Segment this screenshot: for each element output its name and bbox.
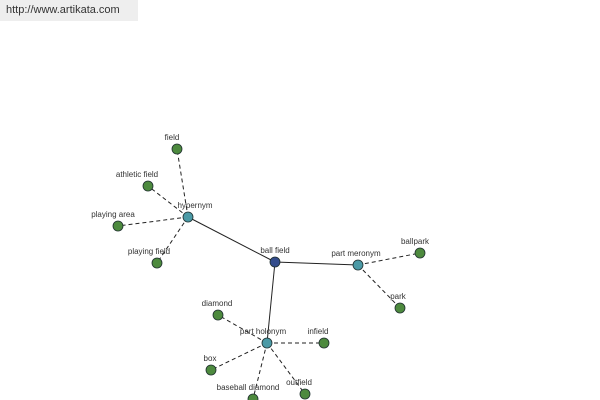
node-label[interactable]: playing area — [91, 210, 135, 219]
node-athletic-field[interactable]: athletic field — [116, 170, 158, 192]
node-box[interactable]: box — [204, 354, 217, 376]
edge-hypernym-to-playing-area — [117, 216, 189, 227]
node-circle[interactable] — [212, 309, 224, 321]
node-ballpark[interactable]: ballpark — [401, 237, 430, 259]
node-playing-area[interactable]: playing area — [91, 210, 135, 232]
edge-ball-field-to-part-holonym — [266, 261, 276, 344]
node-circle[interactable] — [205, 364, 217, 376]
node-circle[interactable] — [151, 257, 163, 269]
node-label[interactable]: baseball diamond — [217, 383, 280, 392]
node-diamond[interactable]: diamond — [202, 299, 233, 321]
node-park[interactable]: park — [390, 292, 407, 314]
edge-ball-field-to-part-meronym — [274, 261, 359, 266]
node-circle[interactable] — [247, 393, 259, 400]
node-circle[interactable] — [171, 143, 183, 155]
edge-ball-field-to-hypernym — [187, 216, 276, 263]
edge-hypernym-to-athletic-field — [147, 185, 189, 218]
node-part-holonym[interactable]: part holonym — [240, 327, 287, 349]
node-label[interactable]: field — [165, 133, 180, 142]
edge-hypernym-to-playing-field — [156, 216, 189, 264]
node-label[interactable]: park — [390, 292, 407, 301]
node-label[interactable]: athletic field — [116, 170, 158, 179]
node-circle[interactable] — [318, 337, 330, 349]
node-part-meronym[interactable]: part meronym — [331, 249, 381, 271]
node-label[interactable]: infield — [308, 327, 329, 336]
node-circle[interactable] — [269, 256, 281, 268]
node-infield[interactable]: infield — [308, 327, 330, 349]
node-label[interactable]: outfield — [286, 378, 312, 387]
edge-part-holonym-to-box — [210, 342, 268, 371]
node-label[interactable]: playing field — [128, 247, 170, 256]
edge-part-meronym-to-ballpark — [357, 252, 421, 266]
node-baseball-diamond[interactable]: baseball diamond — [217, 383, 280, 400]
node-label[interactable]: ballpark — [401, 237, 430, 246]
node-field[interactable]: field — [165, 133, 183, 155]
node-circle[interactable] — [352, 259, 364, 271]
edge-hypernym-to-field — [176, 148, 189, 218]
node-label[interactable]: ball field — [260, 246, 289, 255]
node-hypernym[interactable]: hypernym — [177, 201, 213, 223]
node-playing-field[interactable]: playing field — [128, 247, 170, 269]
graph-edges — [117, 148, 421, 400]
node-circle[interactable] — [261, 337, 273, 349]
node-circle[interactable] — [182, 211, 194, 223]
edge-part-holonym-to-outfield — [266, 342, 306, 395]
node-label[interactable]: part meronym — [331, 249, 381, 258]
node-label[interactable]: hypernym — [177, 201, 212, 210]
edge-part-holonym-to-baseball-diamond — [252, 342, 268, 400]
node-circle[interactable] — [142, 180, 154, 192]
source-url[interactable]: http://www.artikata.com — [0, 0, 138, 21]
node-circle[interactable] — [299, 388, 311, 400]
graph-nodes: field athletic field playing area playing f… — [91, 133, 430, 400]
edge-part-meronym-to-park — [357, 264, 401, 309]
node-ball-field[interactable]: ball field — [260, 246, 290, 268]
node-circle[interactable] — [112, 220, 124, 232]
node-label[interactable]: diamond — [202, 299, 233, 308]
node-label[interactable]: box — [204, 354, 217, 363]
edge-part-holonym-to-diamond — [217, 314, 268, 344]
node-circle[interactable] — [394, 302, 406, 314]
node-outfield[interactable]: outfield — [286, 378, 312, 400]
node-circle[interactable] — [414, 247, 426, 259]
node-label[interactable]: part holonym — [240, 327, 287, 336]
